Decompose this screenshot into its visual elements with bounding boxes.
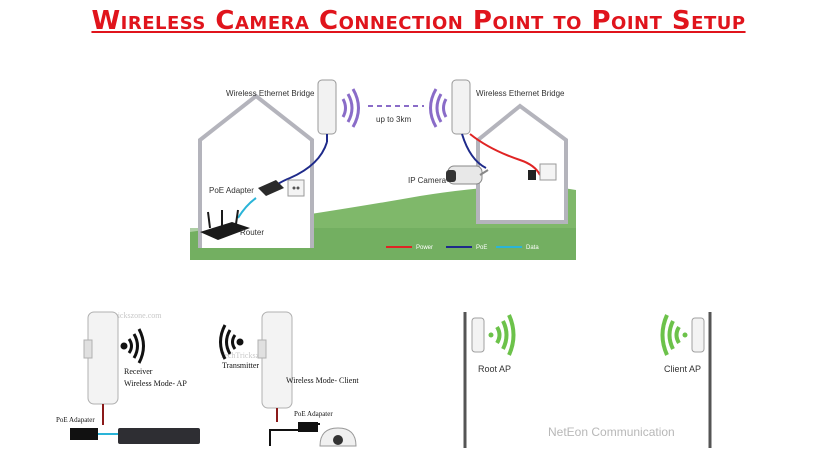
switch-box-icon: [118, 428, 200, 444]
root-ap-device: [471, 317, 485, 353]
poe-adapter-left-icon: [258, 179, 305, 197]
wifi-wave-left-icon: [341, 88, 360, 128]
watermark-text: TechTrickszone.com: [95, 311, 162, 320]
transmitter-mode-label: Wireless Mode- Client: [286, 376, 359, 385]
legend-data-label: Data: [526, 245, 539, 251]
brand-watermark: NetEon Communication: [548, 425, 675, 439]
power-cable-right: [469, 133, 541, 176]
client-ap-device: [691, 317, 705, 353]
bridge-right-device: [451, 79, 471, 135]
power-socket-right-icon: [528, 163, 557, 181]
right-house: [476, 103, 568, 224]
receiver-mode-label: Wireless Mode- AP: [124, 379, 187, 388]
receiver-label: Receiver: [124, 367, 153, 376]
wifi-root-ap-icon: [488, 314, 516, 356]
ip-camera-label: IP Camera: [408, 176, 447, 185]
poe-adapter-right-box: [298, 422, 318, 432]
router-icon: [200, 209, 250, 240]
bottom-right-diagram: Root AP Client AP NetEon Communication: [463, 312, 712, 448]
wifi-client-ap-icon: [660, 314, 688, 356]
poe-adapter-left-box: [70, 428, 98, 440]
distance-label: up to 3km: [376, 115, 411, 124]
legend-power-label: Power: [416, 245, 433, 251]
router-label: Router: [240, 228, 264, 237]
wifi-transmitter-icon: [219, 324, 244, 360]
bridge-right-label: Wireless Ethernet Bridge: [476, 89, 565, 98]
bridge-left-device: [317, 79, 337, 142]
top-diagram: Wireless Ethernet Bridge Wireless Ethern…: [190, 70, 576, 260]
legend-poe-label: PoE: [476, 245, 487, 251]
page-title: Wireless Camera Connection Point to Poin…: [91, 6, 746, 36]
client-ap-label: Client AP: [664, 364, 701, 374]
left-house: [198, 93, 314, 248]
ip-camera-icon: [446, 165, 489, 185]
poe-adapter-label: PoE Adapter: [209, 186, 254, 195]
data-cable-left: [237, 197, 257, 219]
bridge-left-label: Wireless Ethernet Bridge: [226, 89, 315, 98]
poe-left-label: PoE Adapater: [56, 416, 95, 424]
transmitter-label: Transmitter: [222, 361, 259, 370]
legend: Power PoE Data: [386, 245, 539, 251]
receiver-device: [83, 311, 119, 425]
root-ap-label: Root AP: [478, 364, 511, 374]
watermark-text-2: TechTrickszone: [220, 351, 271, 360]
poe-right-label: PoE Adapater: [294, 410, 333, 418]
wifi-wave-right-icon: [429, 88, 448, 128]
transmitter-device: [257, 311, 293, 422]
dome-camera-icon: [319, 427, 357, 447]
wifi-receiver-icon: [120, 328, 145, 364]
poe-cable-right: [461, 133, 487, 169]
bottom-left-diagram: TechTrickszone.com TechTrickszone Receiv…: [56, 311, 359, 447]
